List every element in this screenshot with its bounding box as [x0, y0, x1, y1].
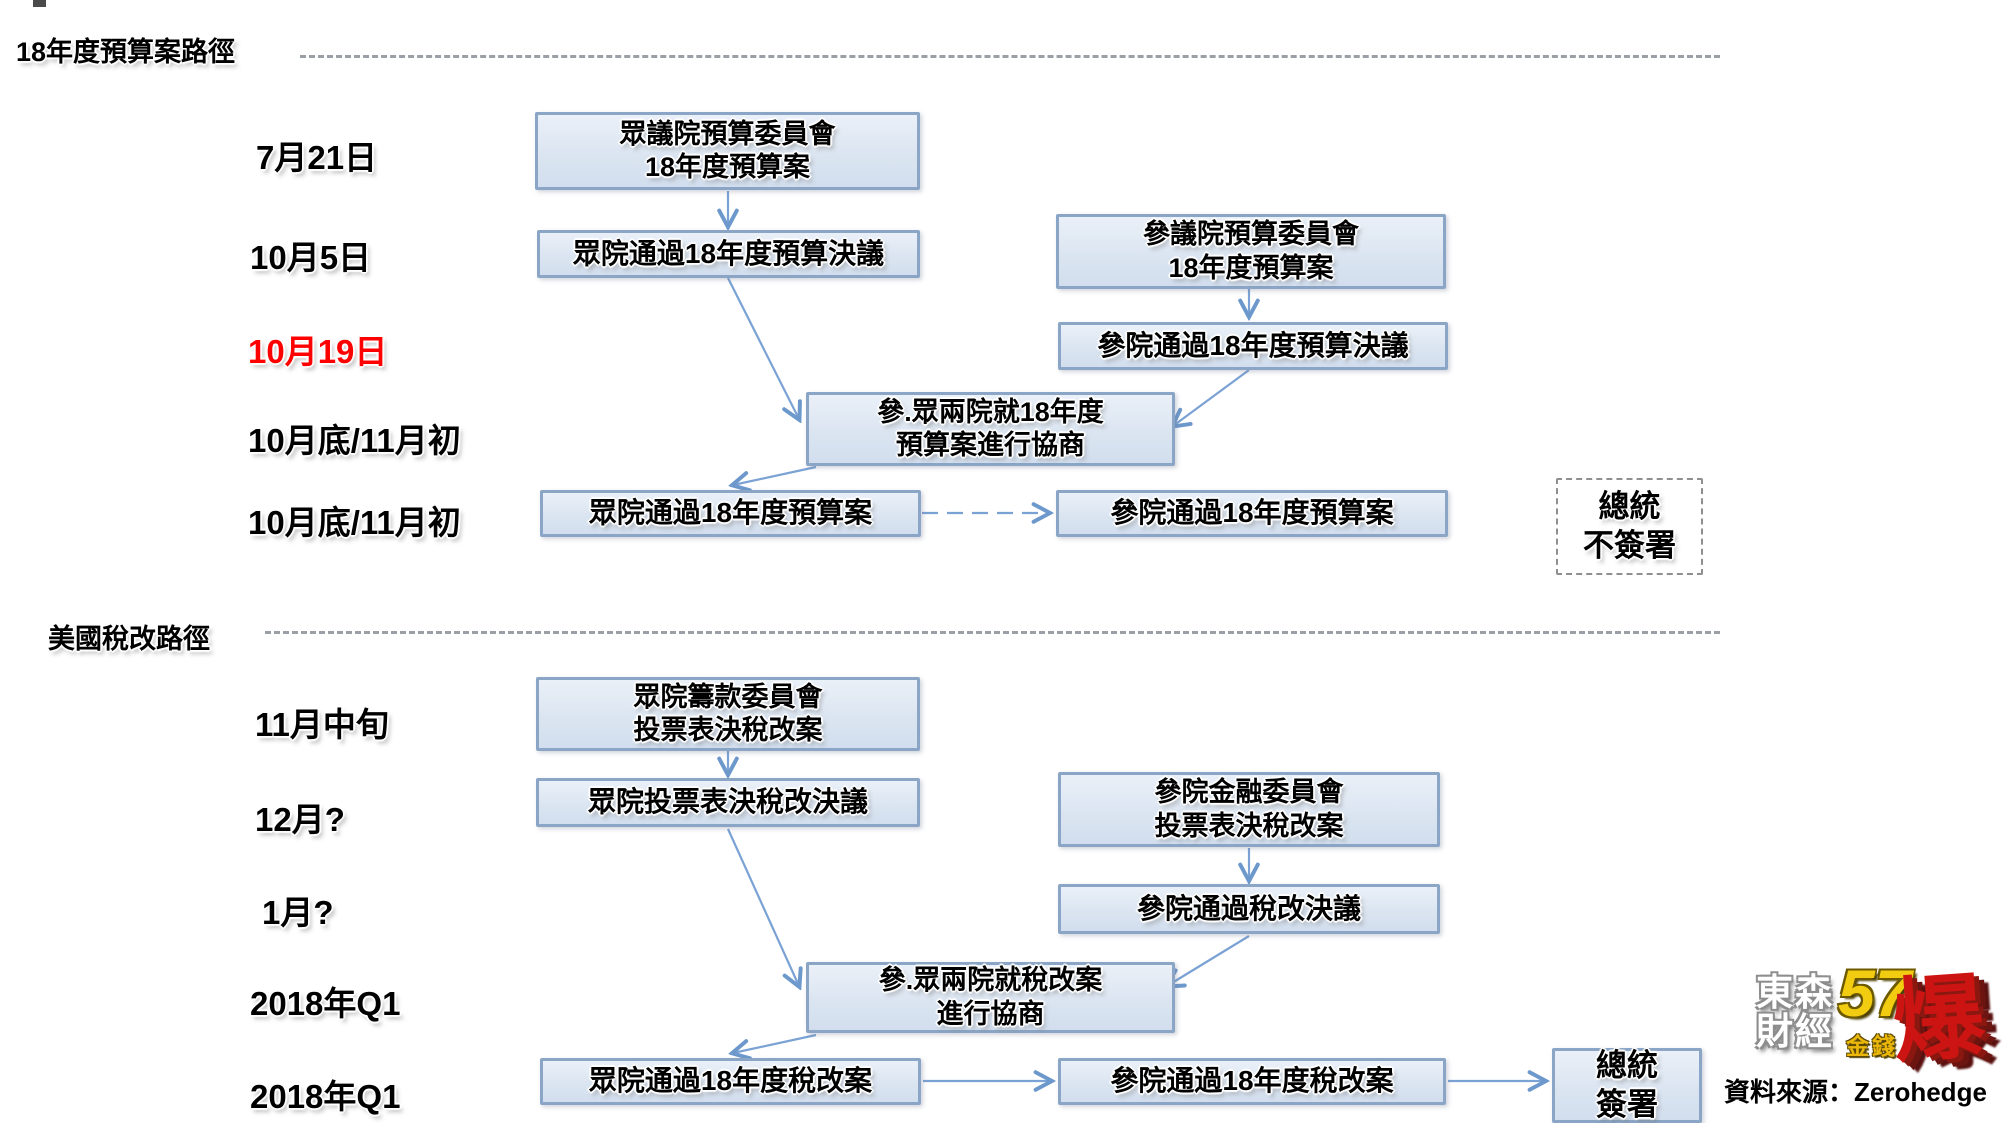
top-edge-mark — [33, 0, 46, 7]
logo-sub-label: 金錢 — [1846, 1033, 1898, 1059]
logo-brand-top: 東森 — [1756, 972, 1834, 1013]
box-budget-conference: 參.眾兩院就18年度 預算案進行協商 — [806, 392, 1175, 466]
logo-burst-character: 爆 — [1889, 965, 1989, 1075]
date-jul-21: 7月21日 — [256, 139, 378, 176]
channel-logo: 東森 財經 57 金錢 爆 — [1750, 953, 2003, 1074]
box-president-no-sign: 總統 不簽署 — [1556, 478, 1703, 575]
box-senate-pass-budget: 參院通過18年度預算案 — [1056, 490, 1448, 537]
date-late-oct-early-nov-1: 10月底/11月初 — [248, 422, 461, 459]
section-title-budget: 18年度預算案路徑 — [16, 37, 236, 67]
logo-brand-bottom: 財經 — [1756, 1011, 1834, 1052]
date-oct-19-highlight: 10月19日 — [248, 333, 388, 370]
data-source-credit: 資料來源：Zerohedge — [1724, 1077, 1987, 1107]
tax-arrows — [728, 751, 1545, 1081]
box-house-pass-tax: 眾院通過18年度稅改案 — [540, 1058, 921, 1105]
box-house-budget-resolution: 眾院通過18年度預算決議 — [537, 230, 920, 278]
date-2018-q1-1: 2018年Q1 — [250, 985, 401, 1022]
date-late-oct-early-nov-2: 10月底/11月初 — [248, 504, 461, 541]
box-president-sign: 總統 簽署 — [1552, 1048, 1702, 1123]
date-jan-q: 1月? — [262, 894, 334, 931]
box-senate-budget-committee: 參議院預算委員會 18年度預算案 — [1056, 214, 1446, 289]
section-divider-budget — [300, 55, 1720, 58]
logo-brand-text: 東森 財經 — [1756, 973, 1834, 1051]
box-house-tax-resolution: 眾院投票表決稅改決議 — [536, 778, 920, 827]
box-senate-pass-tax: 參院通過18年度稅改案 — [1058, 1058, 1446, 1105]
budget-arrows — [728, 191, 1249, 513]
box-senate-finance-committee: 參院金融委員會 投票表決稅改案 — [1058, 772, 1440, 847]
box-senate-budget-resolution: 參院通過18年度預算決議 — [1058, 322, 1448, 370]
date-oct-5: 10月5日 — [250, 239, 372, 276]
date-2018-q1-2: 2018年Q1 — [250, 1078, 401, 1115]
section-divider-tax — [265, 631, 1720, 634]
box-tax-conference: 參.眾兩院就稅改案 進行協商 — [806, 962, 1175, 1033]
box-house-ways-means-committee: 眾院籌款委員會 投票表決稅改案 — [536, 677, 920, 751]
box-house-budget-committee: 眾議院預算委員會 18年度預算案 — [535, 112, 920, 190]
date-dec-q: 12月? — [255, 801, 345, 838]
box-house-pass-budget: 眾院通過18年度預算案 — [540, 490, 921, 537]
date-mid-nov: 11月中旬 — [255, 706, 389, 743]
section-title-tax: 美國稅改路徑 — [48, 624, 210, 654]
logo-number-57: 57 — [1838, 956, 1912, 1030]
box-senate-tax-resolution: 參院通過稅改決議 — [1058, 884, 1440, 934]
